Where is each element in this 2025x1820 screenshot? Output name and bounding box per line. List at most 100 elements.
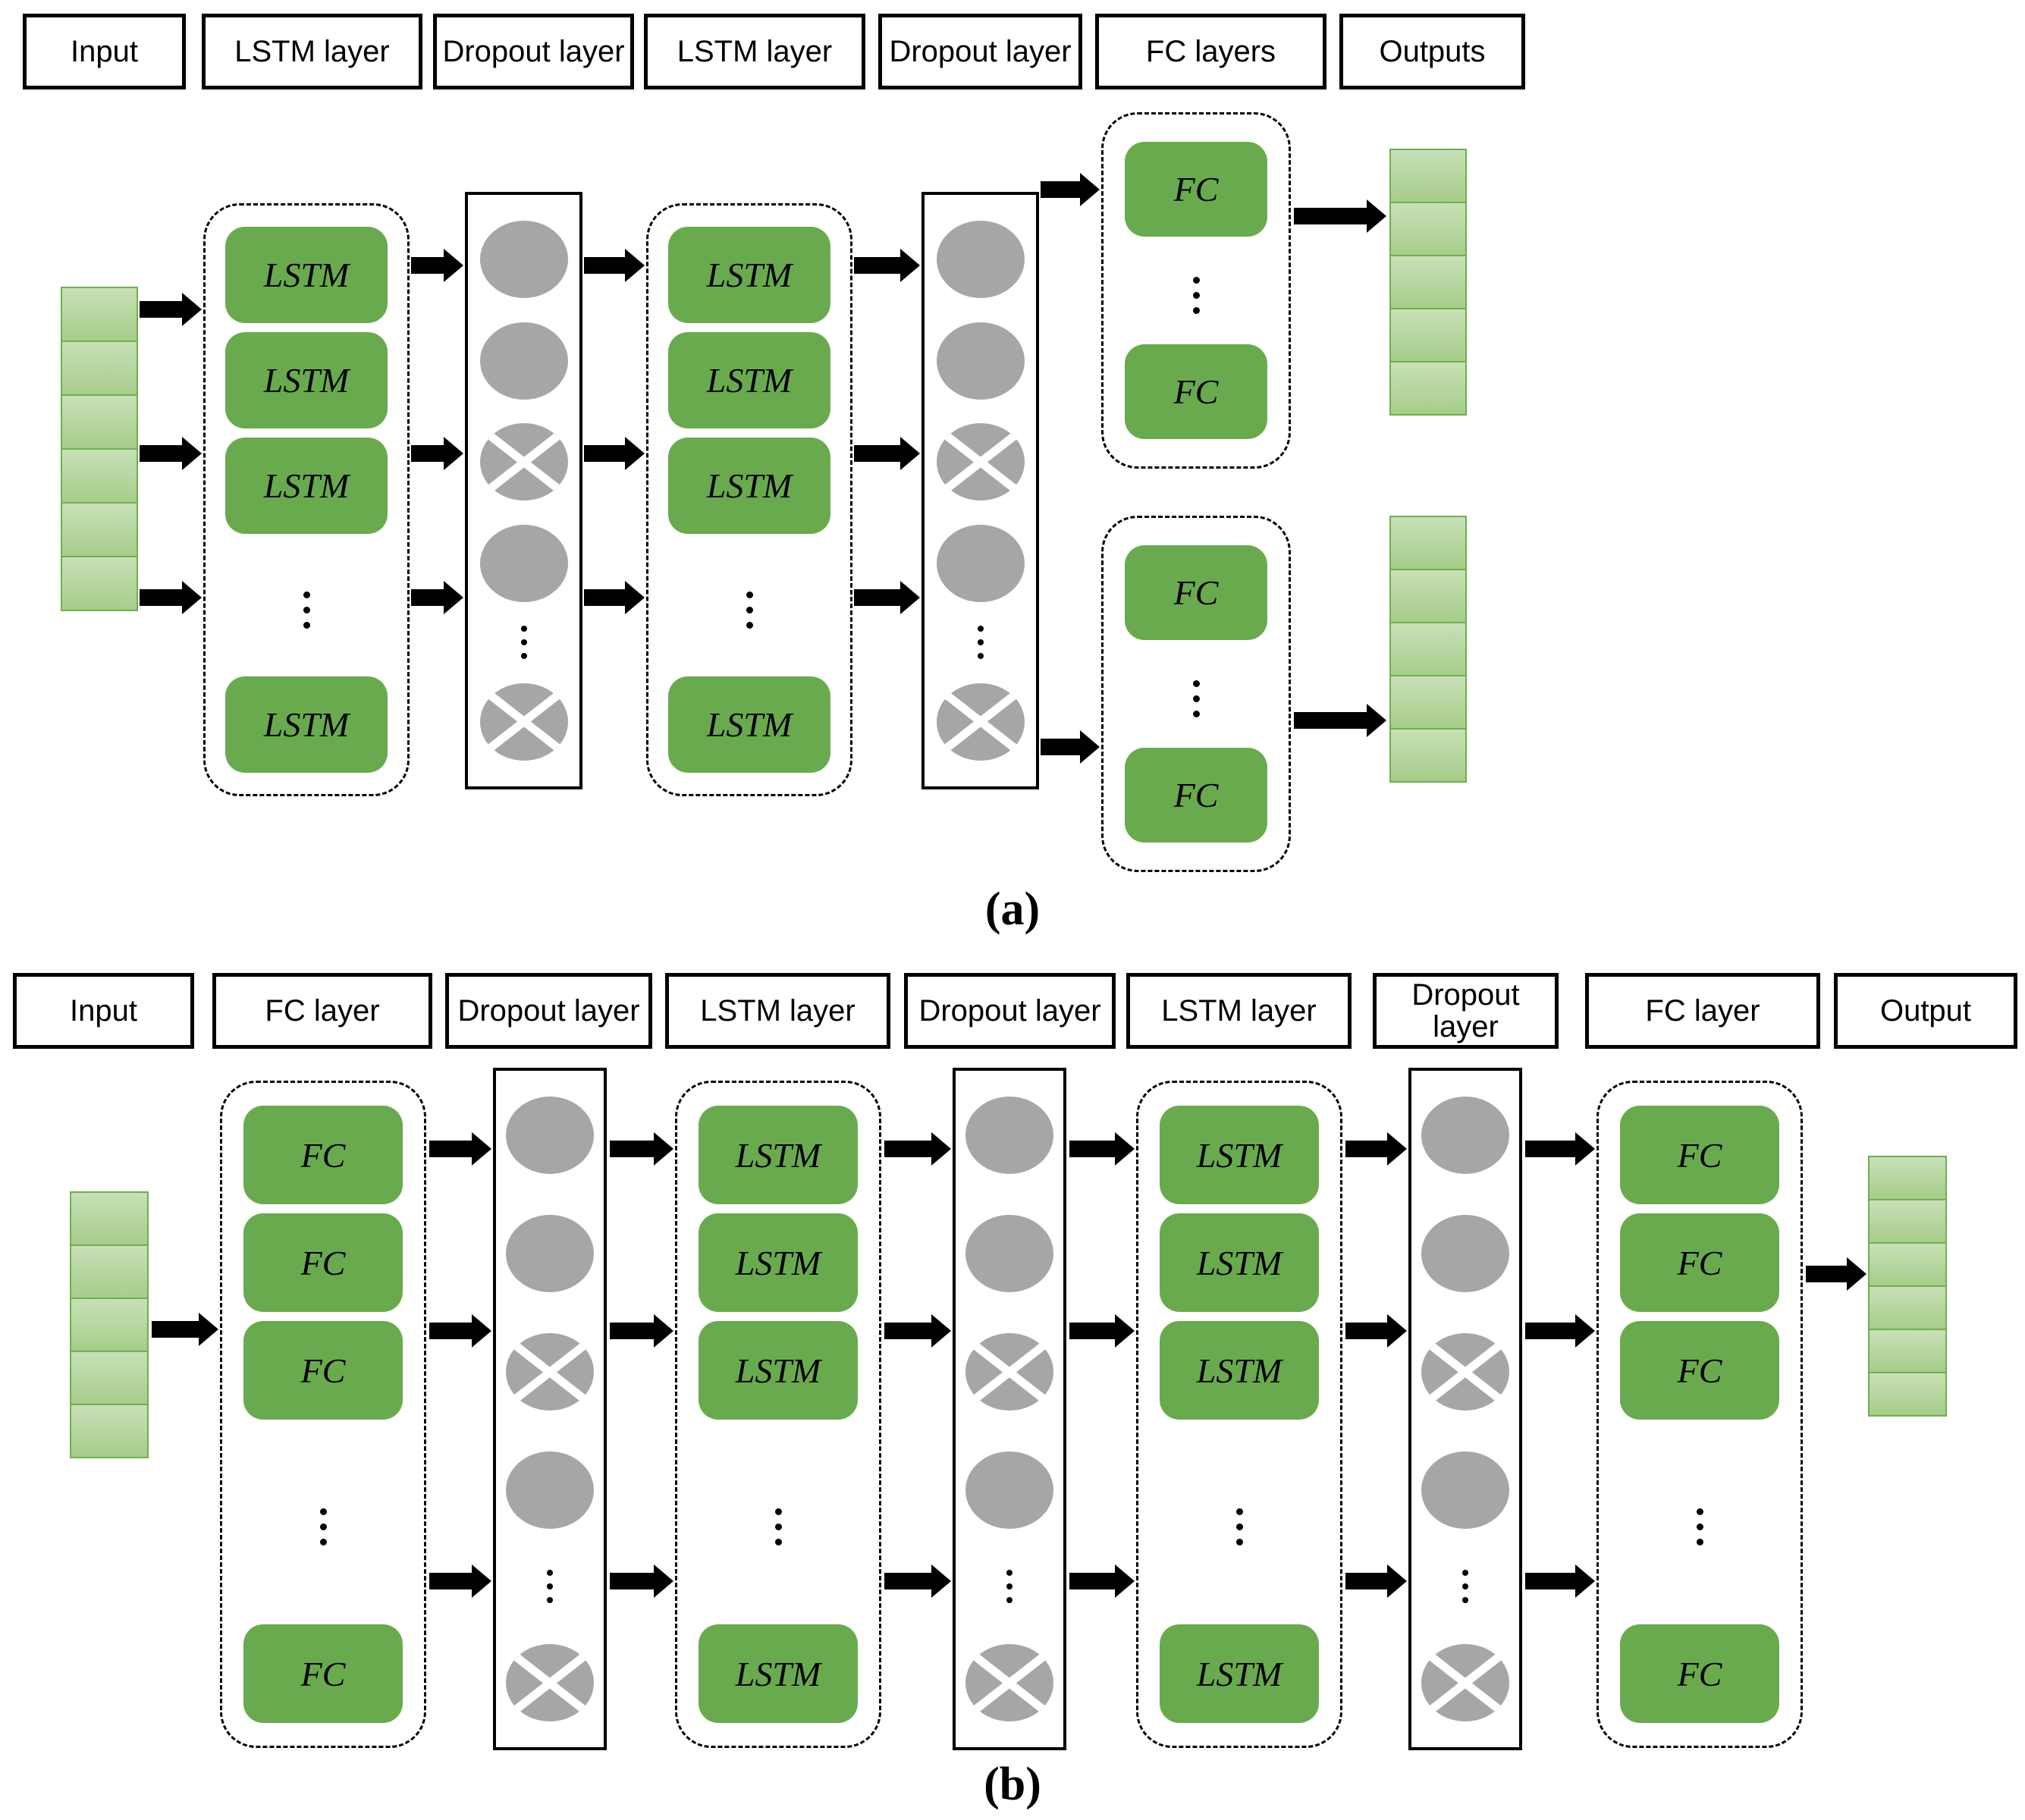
arrow-a-input-lstm1-bottom: [140, 581, 202, 614]
arrow-b-drop1-lstm1-top: [610, 1132, 673, 1166]
ellipsis-dot: [1696, 1523, 1703, 1530]
panel-a-input-stack: [61, 287, 138, 611]
stack-cell: [1389, 202, 1467, 256]
panel-a-header-outputs: Outputs: [1339, 14, 1525, 89]
vertical-ellipsis: [774, 1429, 782, 1624]
stack-cell: [70, 1404, 149, 1458]
vertical-ellipsis: [746, 543, 753, 676]
neuron-icon: [479, 524, 568, 602]
lstm-unit-box: LSTM: [668, 676, 830, 773]
ellipsis-dot: [1006, 1597, 1012, 1603]
ellipsis-dot: [303, 606, 310, 613]
ellipsis-dot: [319, 1523, 327, 1530]
panel-b-header-input: Input: [13, 973, 194, 1049]
stack-cell: [61, 340, 138, 396]
stack-cell: [1868, 1285, 1947, 1330]
neuron-icon: [965, 1451, 1053, 1529]
arrow-a-fc-output1: [1294, 199, 1386, 233]
ellipsis-dot: [547, 1583, 553, 1589]
arrow-a-lstm1-drop1-mid: [411, 437, 463, 470]
ellipsis-dot: [319, 1508, 327, 1515]
arrow-b-drop2-lstm2-top: [1069, 1132, 1135, 1166]
lstm-unit-box: LSTM: [699, 1106, 858, 1204]
neuron-icon: [1421, 1215, 1509, 1292]
stack-cell: [70, 1298, 149, 1352]
arrow-b-fc1-drop1-top: [429, 1132, 491, 1166]
dropped-neuron-icon: [479, 423, 568, 501]
stack-cell: [1389, 728, 1467, 783]
vertical-ellipsis: [1235, 1429, 1243, 1624]
panel-b-header-output: Output: [1834, 973, 2017, 1049]
neuron-icon: [479, 221, 568, 298]
ellipsis-dot: [1006, 1570, 1012, 1576]
vertical-ellipsis: [1006, 1570, 1012, 1603]
vertical-ellipsis: [547, 1570, 553, 1603]
ellipsis-dot: [1192, 679, 1200, 687]
arrow-a-lstm2-drop2-bottom: [854, 581, 920, 614]
arrow-a-fc-output2: [1294, 704, 1386, 737]
panel-a-header-input: Input: [23, 14, 186, 89]
stack-cell: [1389, 361, 1467, 416]
ellipsis-dot: [774, 1508, 782, 1515]
lstm-unit-box: LSTM: [225, 676, 388, 773]
ellipsis-dot: [1192, 695, 1200, 702]
vertical-ellipsis: [977, 626, 984, 660]
panel-a-dropout-layer-2: [921, 192, 1039, 789]
vertical-ellipsis: [1192, 246, 1200, 344]
ellipsis-dot: [746, 591, 753, 598]
dropped-neuron-icon: [506, 1333, 594, 1410]
panel-b-header-dropout-1: Dropout layer: [445, 973, 652, 1049]
panel-b-dropout-layer-2: [953, 1068, 1066, 1750]
lstm-unit-box: LSTM: [1160, 1624, 1319, 1723]
arrow-a-lstm1-drop1-top: [411, 249, 463, 282]
dropped-neuron-icon: [965, 1333, 1053, 1410]
arrow-a-drop1-lstm2-mid: [584, 437, 645, 470]
arrow-a-drop1-lstm2-top: [584, 249, 645, 282]
stack-cell: [1868, 1242, 1947, 1287]
lstm-unit-box: LSTM: [668, 332, 830, 428]
arrow-b-drop3-fc2-mid: [1525, 1314, 1595, 1348]
panel-a-header-lstm-1: LSTM layer: [202, 14, 422, 89]
lstm-unit-box: LSTM: [225, 332, 388, 428]
arrow-b-fc1-drop1-bottom: [429, 1564, 491, 1598]
panel-b-header-lstm-2: LSTM layer: [1126, 973, 1352, 1049]
dropped-neuron-icon: [936, 682, 1025, 761]
arrow-b-input-fc1: [152, 1313, 218, 1346]
panel-b-output-stack: [1868, 1156, 1947, 1417]
panel-b-header-dropout-3: Dropout layer: [1373, 973, 1559, 1049]
stack-cell: [61, 556, 138, 611]
fc-unit-box: FC: [243, 1624, 403, 1723]
lstm-unit-box: LSTM: [699, 1213, 858, 1312]
stack-cell: [1389, 149, 1467, 203]
ellipsis-dot: [1696, 1538, 1703, 1545]
stack-cell: [61, 448, 138, 504]
neuron-icon: [936, 221, 1025, 298]
neuron-icon: [506, 1097, 594, 1174]
ellipsis-dot: [303, 621, 310, 629]
stack-cell: [61, 394, 138, 450]
ellipsis-dot: [746, 621, 753, 629]
arrow-b-lstm1-drop2-top: [884, 1132, 951, 1166]
fc-unit-box: FC: [1620, 1106, 1779, 1204]
lstm-unit-box: LSTM: [225, 438, 388, 534]
lstm-unit-box: LSTM: [699, 1624, 858, 1723]
panel-a-output-stack-1: [1389, 149, 1467, 416]
stack-cell: [1389, 255, 1467, 309]
arrow-b-drop1-lstm1-mid: [610, 1314, 673, 1348]
panel-b-header-fc-1: FC layer: [212, 973, 432, 1049]
fc-unit-box: FC: [1125, 142, 1267, 237]
neuron-icon: [1421, 1451, 1509, 1529]
neuron-icon: [965, 1215, 1053, 1292]
stack-cell: [70, 1191, 149, 1246]
fc-unit-box: FC: [1620, 1624, 1779, 1723]
ellipsis-dot: [303, 591, 310, 598]
fc-unit-box: FC: [1620, 1213, 1779, 1312]
arrow-b-drop3-fc2-top: [1525, 1132, 1595, 1166]
fc-unit-box: FC: [1125, 545, 1267, 640]
panel-a-caption: (a): [984, 883, 1041, 935]
ellipsis-dot: [1006, 1583, 1012, 1589]
